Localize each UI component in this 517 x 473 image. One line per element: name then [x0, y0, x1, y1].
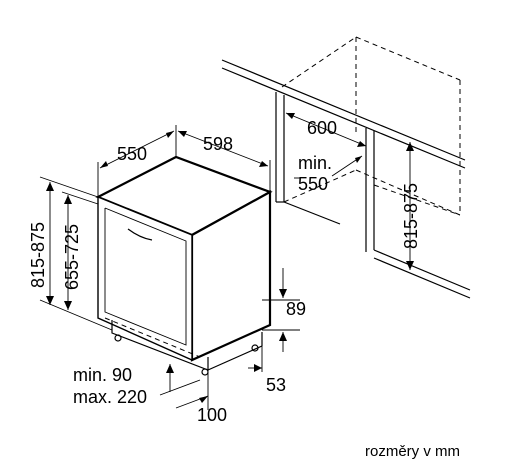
toe-offset-label: 53	[266, 375, 286, 395]
door-depth-label: 100	[197, 405, 227, 425]
depth-top-label: 550	[117, 144, 147, 164]
height-door-label: 655-725	[62, 224, 82, 290]
clearance-min-label: min. 90	[73, 365, 132, 385]
dishwasher-body	[95, 155, 273, 376]
niche-drawing	[221, 36, 471, 299]
width-top-label: 598	[203, 134, 233, 154]
niche-width-label: 600	[307, 118, 337, 138]
niche-min-value: 550	[298, 174, 328, 194]
niche-height-label: 815-875	[401, 183, 421, 249]
height-total-label: 815-875	[28, 222, 48, 288]
niche-min-text: min.	[298, 153, 332, 173]
clearance-max-label: max. 220	[73, 387, 147, 407]
dimension-lines	[39, 125, 300, 410]
units-caption: rozměry v mm	[365, 443, 460, 460]
plinth-height-label: 89	[286, 299, 306, 319]
